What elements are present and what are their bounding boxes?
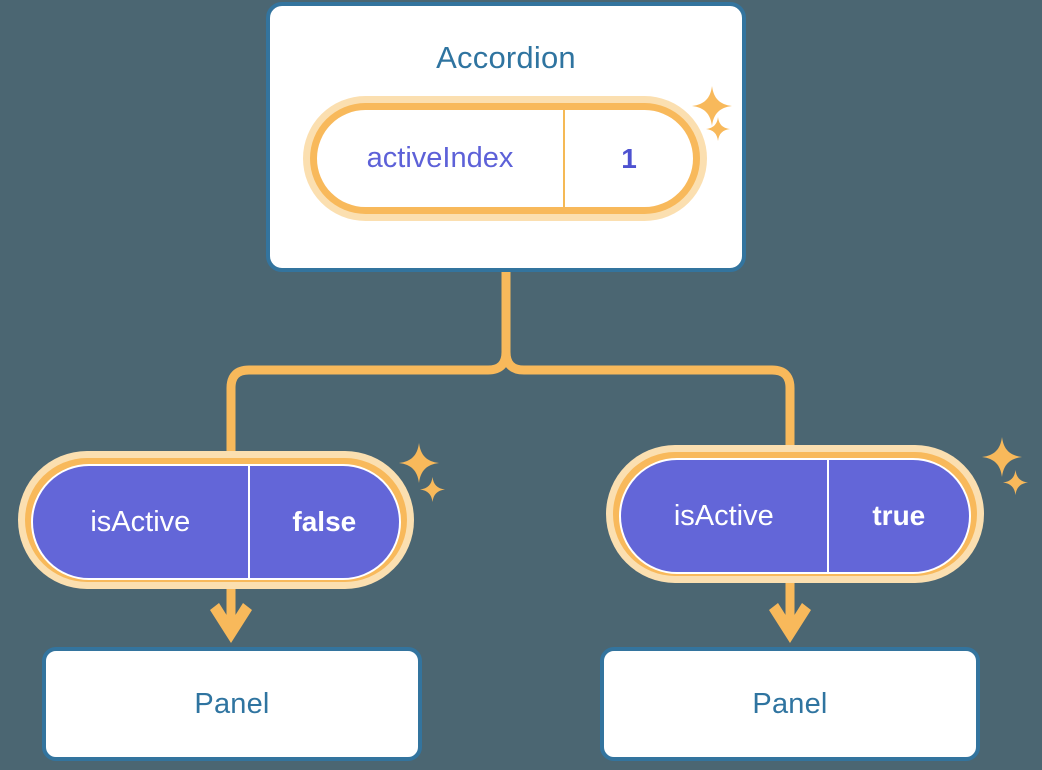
panel-card-title: Panel	[752, 687, 828, 720]
sparkle-icon	[420, 477, 445, 502]
pill-body: isActive true	[619, 458, 971, 574]
state-pill-isactive-right[interactable]: isActive true	[606, 445, 984, 583]
panel-card-title: Panel	[194, 687, 270, 720]
arrow-left-head	[210, 603, 252, 643]
pill-value-label: 1	[563, 110, 693, 207]
pill-value-label: true	[826, 460, 969, 572]
sparkle-icon	[1003, 470, 1028, 495]
arrow-right-head	[769, 603, 811, 643]
panel-card-left[interactable]: Panel	[42, 647, 422, 761]
state-pill-isactive-left[interactable]: isActive false	[18, 451, 414, 589]
pill-key-label: activeIndex	[366, 142, 514, 174]
panel-card-right[interactable]: Panel	[600, 647, 980, 761]
pill-key-label: isActive	[673, 499, 774, 532]
pill-value-label: false	[247, 466, 399, 578]
pill-key-label: isActive	[90, 505, 191, 538]
state-pill-active-index[interactable]: activeIndex 1	[303, 96, 707, 221]
connector-trunk	[226, 267, 511, 465]
pill-body: activeIndex 1	[317, 110, 693, 207]
sparkle-icon	[982, 437, 1022, 477]
accordion-card-title: Accordion	[436, 40, 576, 75]
pill-body: isActive false	[31, 464, 401, 580]
connector-branch-right	[501, 347, 795, 460]
